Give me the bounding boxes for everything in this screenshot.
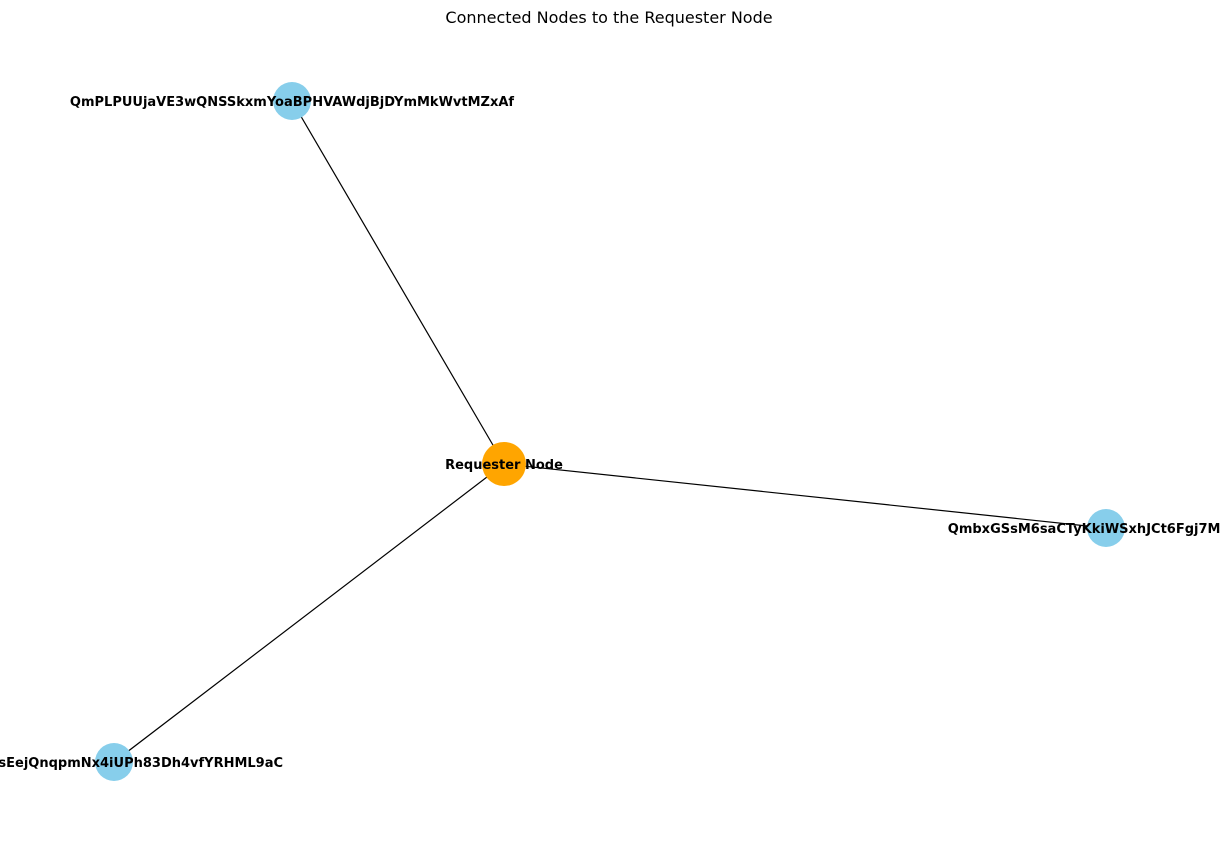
edge-requester-peer-1	[291, 100, 505, 465]
edge-requester-peer-3	[113, 463, 505, 763]
labels-layer: Requester Node QmPLPUUjaVE3wQNSSkxmYoaBPH…	[0, 95, 1220, 771]
edges-layer	[113, 100, 1107, 763]
requester-node	[482, 442, 526, 486]
graph-title: Connected Nodes to the Requester Node	[445, 8, 772, 27]
peer-node-label: QmbxGSsM6saCTyKkiWSxhJCt6Fgj7M9cnsX	[948, 522, 1220, 537]
nodes-layer	[95, 82, 1125, 781]
peer-node-peer-3	[95, 743, 133, 781]
peer-node-peer-2	[1087, 509, 1125, 547]
peer-node-label: QmLrfysEejQnqpmNx4iUPh83Dh4vfYRHML9aC	[0, 756, 283, 771]
requester-node-label: Requester Node	[445, 458, 563, 473]
peer-node-peer-1	[273, 82, 311, 120]
edge-requester-peer-2	[503, 463, 1107, 529]
peer-node-label: QmPLPUUjaVE3wQNSSkxmYoaBPHVAWdjBjDYmMkWv…	[70, 95, 515, 110]
